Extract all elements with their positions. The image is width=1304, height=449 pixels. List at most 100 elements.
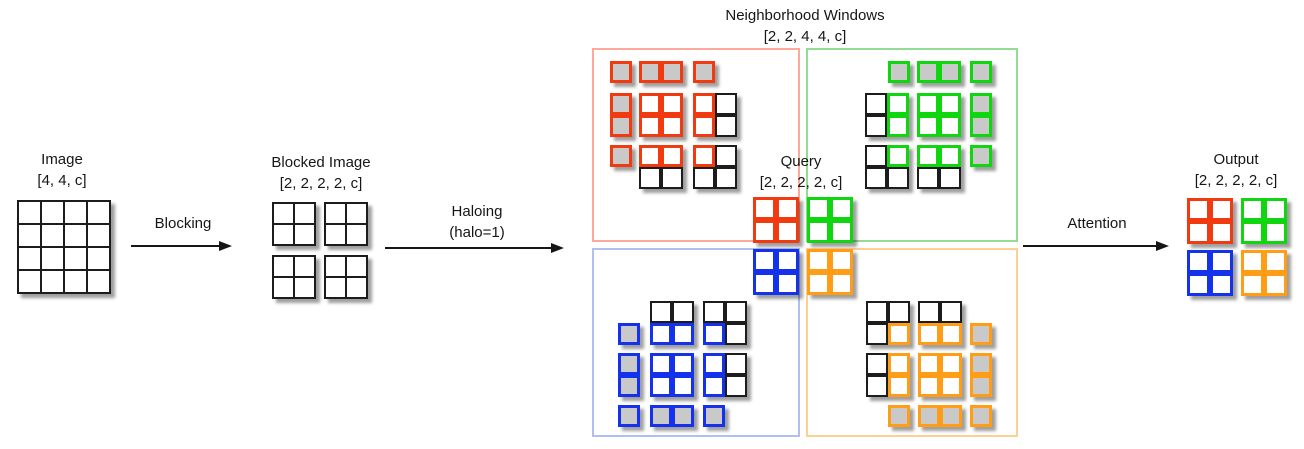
window-orange-cell	[940, 301, 962, 323]
window-green-cell	[970, 115, 992, 137]
window-red-piece	[639, 145, 683, 189]
window-red-cell	[715, 115, 737, 137]
image-grid-cell	[17, 246, 42, 271]
output-blocks-cell	[1241, 250, 1264, 273]
image-shape: [4, 4, c]	[37, 172, 87, 189]
window-green-cell	[939, 115, 961, 137]
window-blue-cell	[703, 301, 725, 323]
window-green-cell	[939, 145, 961, 167]
window-orange-cell	[940, 405, 962, 427]
blocked-image-grid-cell	[324, 255, 347, 278]
output-blocks-cell	[1187, 273, 1210, 296]
haloing-arrow-line	[385, 247, 551, 249]
window-blue-cell	[725, 375, 747, 397]
window-blue-piece	[618, 405, 640, 427]
blocked-image-grid-cell	[324, 223, 347, 246]
query-blocks-cell	[776, 220, 799, 243]
window-green-piece	[970, 61, 992, 83]
output-blocks-cell	[1210, 250, 1233, 273]
window-red-cell	[693, 115, 715, 137]
window-orange-cell	[918, 375, 940, 397]
window-green-cell	[970, 61, 992, 83]
query-blocks-cell	[830, 197, 853, 220]
window-orange-cell	[866, 323, 888, 345]
query-blocks-cell	[807, 272, 830, 295]
window-red-cell	[639, 115, 661, 137]
output-blocks-cell	[1187, 198, 1210, 221]
output-blocks-cell	[1210, 221, 1233, 244]
window-blue-cell	[672, 323, 694, 345]
window-red-cell	[693, 61, 715, 83]
haloing-arrow-label: Haloing (halo=1)	[449, 201, 504, 243]
blocked-image-grid-cell	[293, 202, 316, 225]
window-green-cell	[865, 93, 887, 115]
window-green-piece	[917, 93, 961, 137]
window-orange-piece	[918, 301, 962, 345]
window-red-cell	[715, 145, 737, 167]
window-orange-cell	[940, 375, 962, 397]
window-red-cell	[693, 167, 715, 189]
window-green-cell	[917, 145, 939, 167]
window-orange-cell	[866, 353, 888, 375]
window-red-cell	[639, 145, 661, 167]
window-box-top-right	[806, 48, 1018, 242]
output-blocks-cell	[1264, 198, 1287, 221]
window-orange-cell	[866, 301, 888, 323]
window-red-cell	[610, 61, 632, 83]
output-blocks-cell	[1264, 221, 1287, 244]
query-blocks-piece	[807, 249, 853, 295]
query-blocks-cell	[776, 249, 799, 272]
attention-arrow-line	[1023, 245, 1156, 247]
query-panel-label: Query [2, 2, 2, 2, c]	[760, 151, 843, 193]
window-orange-piece	[918, 353, 962, 397]
output-blocks-cell	[1241, 221, 1264, 244]
blocked-image-grid-cell	[345, 276, 368, 299]
window-green-piece	[917, 61, 961, 83]
window-orange-cell	[866, 375, 888, 397]
blocked-image-grid-piece	[324, 255, 368, 299]
window-red-piece	[693, 93, 737, 137]
neighborhood-windows-shape: [2, 2, 4, 4, c]	[763, 28, 847, 45]
window-red-piece	[693, 145, 737, 189]
window-green-cell	[887, 145, 909, 167]
blocked-image-grid-piece	[272, 255, 316, 299]
window-blue-cell	[650, 323, 672, 345]
window-orange-cell	[888, 353, 910, 375]
window-red-cell	[639, 167, 661, 189]
attention-arrow-head	[1156, 241, 1169, 251]
window-orange-piece	[918, 405, 962, 427]
window-orange-cell	[970, 323, 992, 345]
blocked-image-title: Blocked Image	[271, 154, 371, 171]
window-orange-cell	[940, 323, 962, 345]
image-grid-cell	[63, 223, 88, 248]
query-blocks-piece	[807, 197, 853, 243]
window-blue-piece	[650, 405, 694, 427]
window-green-piece	[865, 93, 909, 137]
image-grid-cell	[17, 223, 42, 248]
output-blocks-cell	[1241, 273, 1264, 296]
window-green-cell	[970, 145, 992, 167]
window-red-piece	[610, 93, 632, 137]
window-red-cell	[639, 61, 661, 83]
window-blue-cell	[703, 353, 725, 375]
blocking-arrow-label: Blocking	[154, 215, 212, 232]
window-blue-cell	[725, 323, 747, 345]
query-blocks-cell	[753, 249, 776, 272]
window-blue-cell	[650, 301, 672, 323]
query-blocks-cell	[776, 197, 799, 220]
window-orange-cell	[888, 323, 910, 345]
blocked-image-grid-cell	[272, 202, 295, 225]
window-orange-piece	[970, 405, 992, 427]
window-orange-piece	[888, 405, 910, 427]
window-red-cell	[661, 61, 683, 83]
window-green-piece	[917, 145, 961, 189]
image-grid-cell	[63, 200, 88, 225]
window-blue-cell	[618, 353, 640, 375]
window-red-cell	[610, 115, 632, 137]
window-orange-cell	[970, 405, 992, 427]
output-blocks-piece	[1241, 250, 1287, 296]
window-red-cell	[715, 93, 737, 115]
window-green-cell	[970, 93, 992, 115]
window-green-cell	[887, 167, 909, 189]
